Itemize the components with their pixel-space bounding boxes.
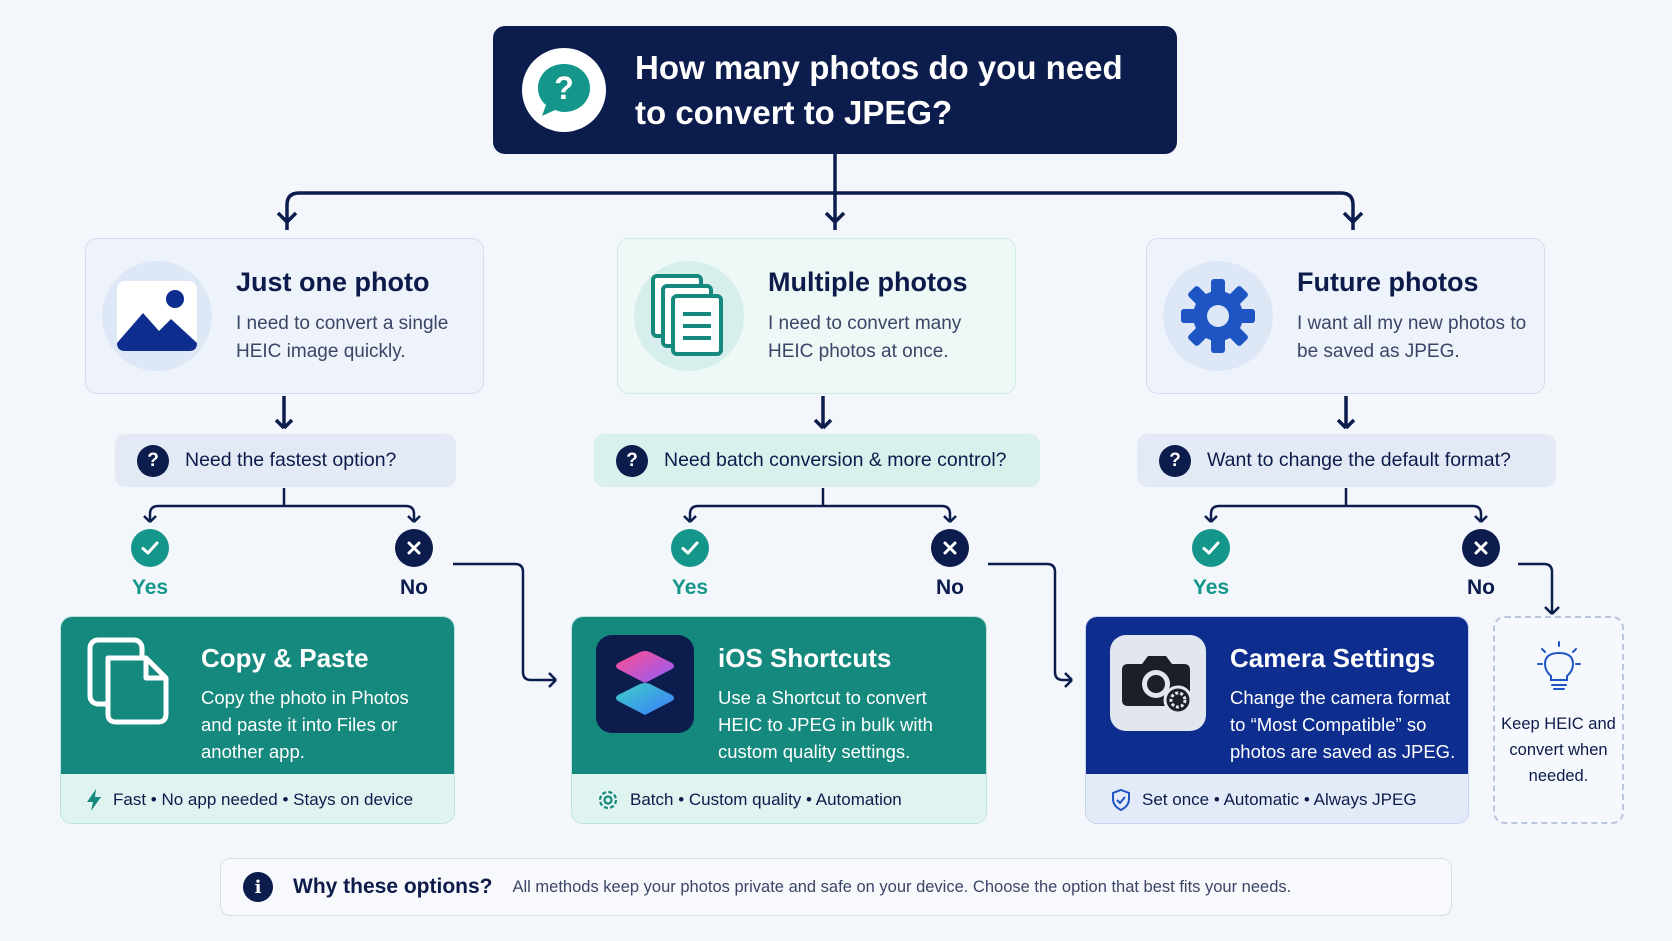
- option-title: Just one photo: [236, 266, 430, 297]
- yes-check-icon: [1192, 529, 1230, 567]
- no-label: No: [1467, 576, 1495, 599]
- copy-icon: [85, 635, 177, 727]
- option-description: I want all my new photos to be saved as …: [1297, 312, 1527, 362]
- question-text: Need batch conversion & more control?: [664, 449, 1007, 471]
- result-description: Change the camera format to “Most Compat…: [1230, 687, 1456, 762]
- result-footer: Set once • Automatic • Always JPEG: [1142, 789, 1417, 809]
- result-card-copy-paste[interactable]: Copy & Paste Copy the photo in Photos an…: [60, 616, 455, 824]
- option-card-one-photo[interactable]: Just one photo I need to convert a singl…: [85, 238, 484, 394]
- keep-heic-option[interactable]: Keep HEIC and convert when needed.: [1493, 616, 1624, 824]
- question-icon: ?: [616, 444, 648, 477]
- option-card-multiple-photos[interactable]: Multiple photos I need to convert many H…: [617, 238, 1016, 394]
- camera-settings-icon: [1110, 635, 1206, 731]
- result-card-ios-shortcuts[interactable]: iOS Shortcuts Use a Shortcut to convert …: [571, 616, 987, 824]
- gear-icon: [596, 788, 620, 812]
- shield-check-icon: [1110, 788, 1132, 812]
- question-bubble-icon: ?: [522, 48, 606, 132]
- no-x-icon: [395, 529, 433, 567]
- result-footer: Fast • No app needed • Stays on device: [113, 789, 414, 809]
- yes-check-icon: [671, 529, 709, 567]
- shortcuts-icon: [596, 635, 694, 733]
- question-change-default-format: ? Want to change the default format?: [1137, 434, 1556, 487]
- result-title: Camera Settings: [1230, 643, 1436, 673]
- gear-icon: [1163, 261, 1273, 371]
- option-description: I need to convert a single HEIC image qu…: [236, 312, 449, 362]
- option-title: Multiple photos: [768, 266, 968, 297]
- yes-check-icon: [131, 529, 169, 567]
- image-icon: [102, 261, 212, 371]
- no-x-icon: [931, 529, 969, 567]
- question-icon: ?: [137, 444, 169, 477]
- page-title: How many photos do you need to convert t…: [635, 49, 1123, 131]
- no-label: No: [936, 576, 964, 599]
- yes-label: Yes: [671, 576, 709, 599]
- info-title: Why these options?: [293, 875, 493, 898]
- option-description: I need to convert many HEIC photos at on…: [768, 312, 962, 362]
- result-card-camera-settings[interactable]: Camera Settings Change the camera format…: [1085, 616, 1469, 824]
- question-icon: ?: [1159, 444, 1191, 477]
- documents-stack-icon: [634, 261, 744, 371]
- question-text: Want to change the default format?: [1207, 449, 1511, 471]
- main-question-header: ? How many photos do you need to convert…: [493, 26, 1177, 154]
- result-title: iOS Shortcuts: [718, 643, 892, 673]
- yes-label: Yes: [131, 576, 169, 599]
- yes-label: Yes: [1192, 576, 1230, 599]
- result-footer: Batch • Custom quality • Automation: [630, 789, 902, 809]
- no-label: No: [400, 576, 428, 599]
- result-description: Copy the photo in Photos and paste it in…: [201, 687, 409, 762]
- info-bar: i Why these options? All methods keep yo…: [220, 858, 1452, 916]
- info-icon: i: [243, 872, 273, 902]
- option-title: Future photos: [1297, 266, 1479, 297]
- question-text: Need the fastest option?: [185, 449, 397, 471]
- result-title: Copy & Paste: [201, 643, 369, 673]
- question-fastest-option: ? Need the fastest option?: [115, 434, 456, 487]
- question-batch-conversion: ? Need batch conversion & more control?: [594, 434, 1040, 487]
- no-x-icon: [1462, 529, 1500, 567]
- lightning-icon: [85, 788, 103, 812]
- lightbulb-icon: [1536, 640, 1582, 697]
- result-description: Use a Shortcut to convert HEIC to JPEG i…: [718, 687, 933, 762]
- svg-text:?: ?: [554, 70, 574, 106]
- info-text: All methods keep your photos private and…: [512, 877, 1292, 896]
- option-card-future-photos[interactable]: Future photos I want all my new photos t…: [1146, 238, 1545, 394]
- keep-heic-text: Keep HEIC and convert when needed.: [1501, 715, 1616, 785]
